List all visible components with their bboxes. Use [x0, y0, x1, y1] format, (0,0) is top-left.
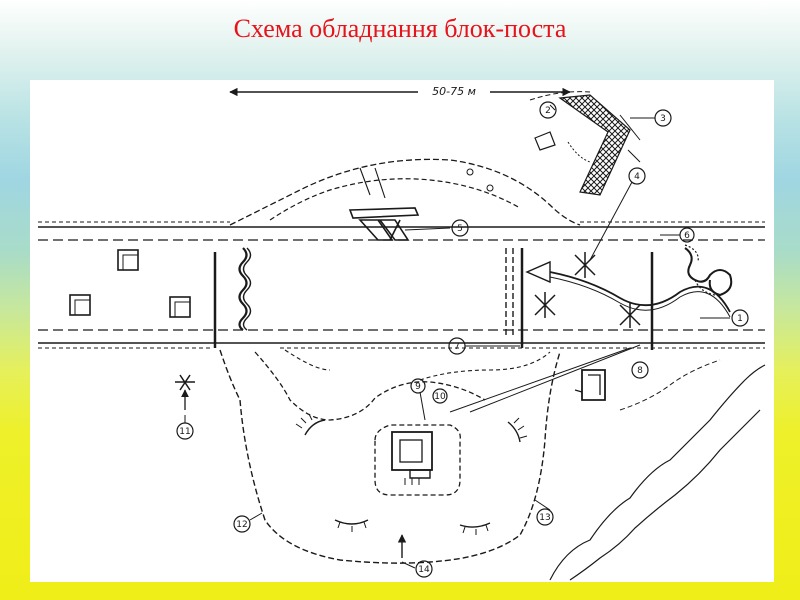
- svg-text:4: 4: [634, 172, 640, 182]
- callout-7: 7: [448, 337, 520, 355]
- svg-text:2: 2: [545, 106, 551, 116]
- callouts: 1 2 3 4 5 6 7: [176, 101, 749, 578]
- svg-text:8: 8: [637, 366, 643, 376]
- shelter-right: [574, 369, 606, 401]
- command-post: [374, 424, 461, 496]
- callout-1: 1: [700, 309, 749, 327]
- svg-text:3: 3: [660, 114, 666, 124]
- checkpoint-diagram: 50-75 м: [30, 80, 774, 582]
- slide-title: Схема обладнання блок-поста: [233, 14, 567, 43]
- svg-text:6: 6: [684, 231, 690, 241]
- road-barriers: [213, 247, 654, 350]
- svg-text:12: 12: [236, 520, 247, 530]
- svg-text:14: 14: [418, 565, 430, 575]
- perimeter-lower: [219, 349, 561, 564]
- callout-10: 10: [432, 388, 448, 404]
- callout-5: 5: [404, 219, 469, 237]
- callout-8: 8: [449, 344, 649, 413]
- svg-text:1: 1: [737, 314, 743, 324]
- callout-14: 14: [401, 560, 433, 578]
- distance-label: 50-75 м: [432, 85, 476, 98]
- bunker-top: [348, 207, 420, 241]
- trench-top-right: [529, 91, 641, 196]
- callout-12: 12: [233, 512, 263, 533]
- callout-4: 4: [589, 167, 646, 261]
- callout-6: 6: [660, 227, 695, 243]
- svg-text:13: 13: [539, 513, 550, 523]
- callout-11: 11: [176, 415, 194, 440]
- callout-3: 3: [630, 109, 672, 127]
- svg-text:11: 11: [179, 427, 190, 437]
- svg-text:7: 7: [454, 342, 460, 352]
- road-obstacles-right: [525, 244, 733, 328]
- firing-positions: [295, 413, 528, 535]
- antitank-blocks-left: [69, 249, 191, 318]
- wire-obstacle-top: [229, 158, 581, 226]
- svg-text:9: 9: [415, 382, 421, 392]
- road: [38, 221, 765, 349]
- svg-text:5: 5: [457, 224, 463, 234]
- svg-text:10: 10: [434, 392, 446, 402]
- callout-2: 2: [539, 101, 557, 119]
- callout-13: 13: [534, 499, 554, 526]
- sign-post-left: [175, 374, 195, 410]
- diagram-svg: 50-75 м: [38, 83, 766, 581]
- terrain-contours: [549, 359, 766, 581]
- callout-9: 9: [410, 378, 426, 421]
- distance-dimension: 50-75 м: [229, 83, 571, 99]
